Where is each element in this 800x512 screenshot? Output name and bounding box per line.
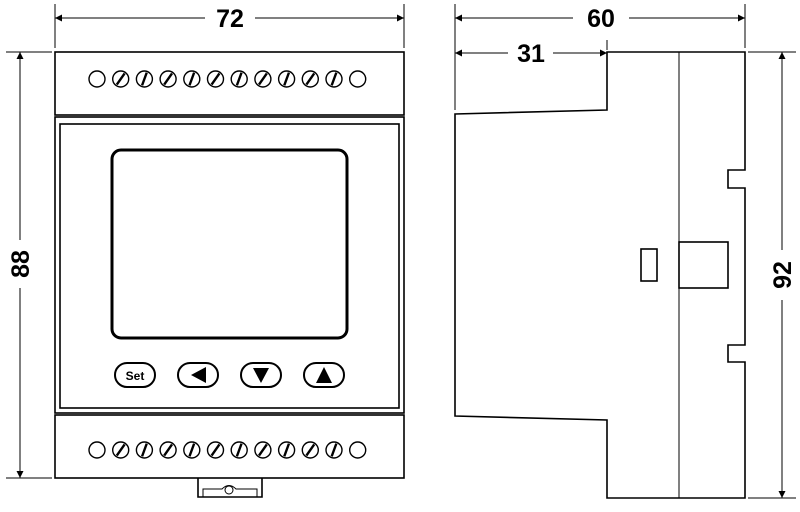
side-depth-dimension: 60 bbox=[454, 4, 746, 110]
bottom-terminal-row bbox=[88, 441, 367, 459]
screw-slot bbox=[330, 72, 338, 86]
side-depth-label: 60 bbox=[587, 5, 615, 33]
down-arrow-icon bbox=[253, 368, 269, 383]
top-terminal-row bbox=[88, 70, 367, 88]
up-button[interactable] bbox=[303, 362, 345, 388]
mounting-hole bbox=[349, 441, 367, 459]
left-arrow-icon bbox=[191, 367, 206, 383]
bottom-terminal-block bbox=[54, 414, 405, 479]
side-body-outline bbox=[454, 51, 746, 499]
side-slot bbox=[640, 248, 658, 282]
screw-slot bbox=[140, 443, 148, 457]
screw-slot bbox=[188, 72, 196, 86]
screw-slot bbox=[305, 443, 316, 457]
mounting-hole bbox=[88, 441, 106, 459]
front-view: Set bbox=[54, 51, 405, 498]
top-terminal-block bbox=[54, 51, 405, 116]
screw-slot bbox=[163, 443, 173, 457]
front-panel bbox=[54, 116, 405, 414]
side-front-depth-label: 31 bbox=[517, 40, 545, 68]
side-height-dimension: 92 bbox=[748, 51, 797, 499]
side-height-label: 92 bbox=[769, 261, 797, 289]
mounting-hole bbox=[88, 70, 106, 88]
screw-slot bbox=[235, 443, 243, 457]
screw-slot bbox=[283, 72, 291, 86]
screw-slot bbox=[258, 72, 268, 86]
front-height-label: 88 bbox=[7, 250, 35, 278]
screw-slot bbox=[235, 72, 243, 86]
down-button[interactable] bbox=[240, 362, 282, 388]
screw-slot bbox=[210, 443, 221, 457]
screw-slot bbox=[330, 443, 338, 457]
side-view bbox=[454, 51, 746, 499]
front-panel-bezel bbox=[59, 123, 400, 409]
front-width-dimension: 72 bbox=[54, 4, 405, 48]
lcd-display bbox=[110, 148, 349, 340]
side-front-depth-dimension: 31 bbox=[455, 40, 608, 68]
set-button[interactable]: Set bbox=[114, 362, 156, 388]
screw-slot bbox=[163, 72, 173, 86]
set-button-label: Set bbox=[126, 369, 145, 383]
mounting-hole bbox=[349, 70, 367, 88]
up-arrow-icon bbox=[316, 367, 332, 383]
screw-slot bbox=[115, 72, 126, 86]
screw-slot bbox=[115, 443, 126, 457]
screw-slot bbox=[283, 443, 291, 457]
screw-slot bbox=[258, 443, 268, 457]
front-width-label: 72 bbox=[216, 5, 244, 33]
front-height-dimension: 88 bbox=[6, 51, 52, 479]
screw-slot bbox=[140, 72, 148, 86]
screw-slot bbox=[188, 443, 196, 457]
screw-slot bbox=[305, 72, 316, 86]
screw-slot bbox=[210, 72, 221, 86]
left-button[interactable] bbox=[177, 362, 219, 388]
din-clip bbox=[197, 478, 263, 498]
side-latch bbox=[678, 241, 729, 289]
